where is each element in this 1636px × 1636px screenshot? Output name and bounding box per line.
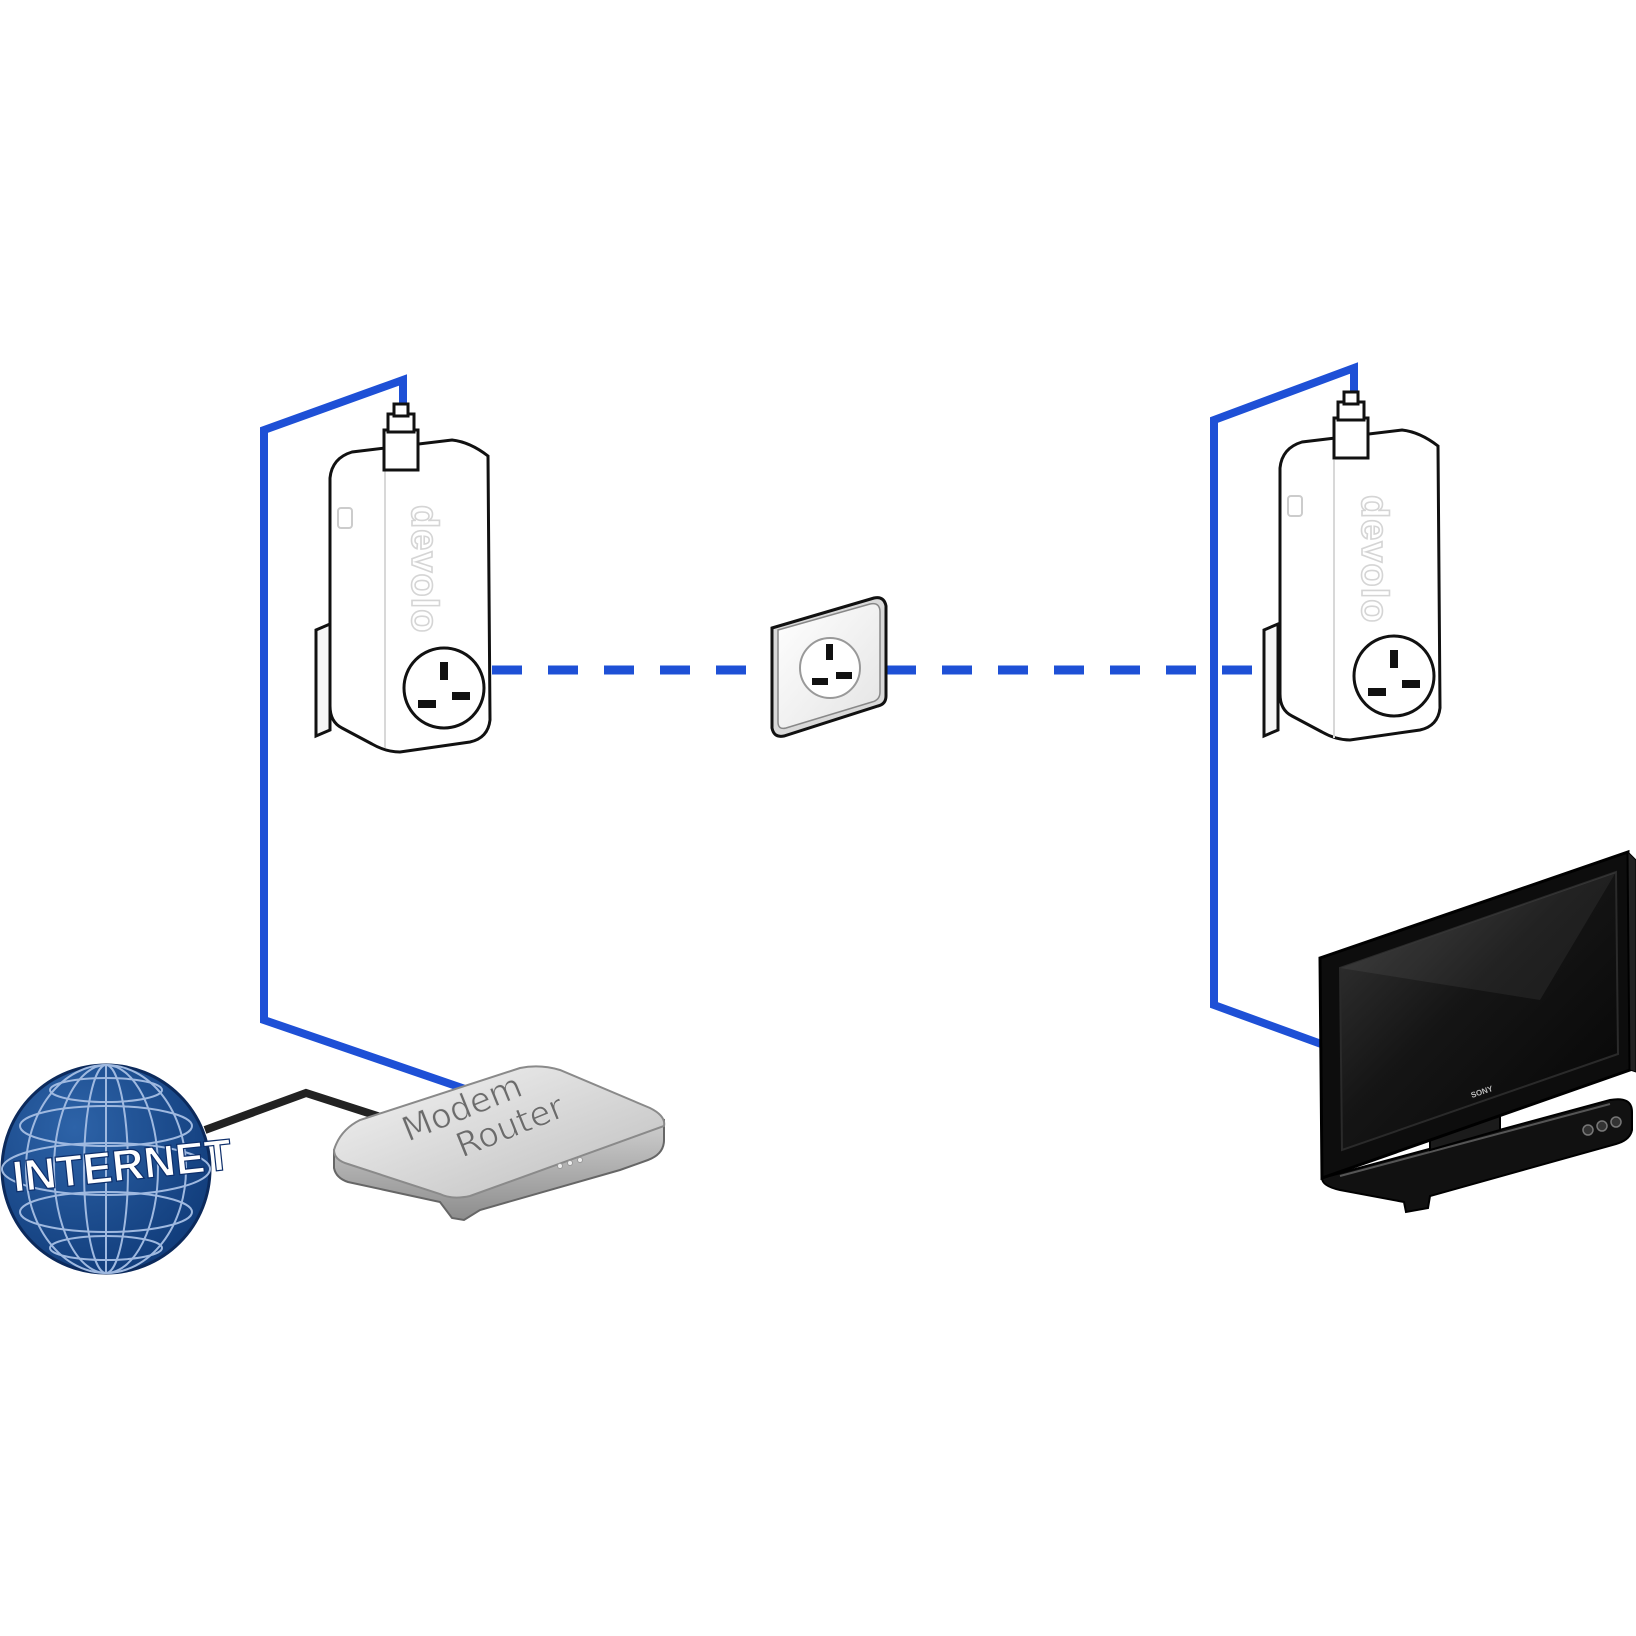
- cables: [203, 362, 1358, 1134]
- router-icon: Modem Router: [332, 1065, 666, 1222]
- tv-stand: [1320, 1098, 1633, 1214]
- television-icon: SONY: [1318, 849, 1636, 1214]
- right-ethernet-cable: [1210, 362, 1358, 1049]
- right-adapter-brand: devolo: [1353, 495, 1395, 623]
- left-adapter-socket-icon: [402, 646, 486, 730]
- right-adapter-wall-plate: [1262, 621, 1280, 739]
- left-adapter-led: [337, 507, 353, 529]
- left-adapter-brand: devolo: [403, 505, 445, 633]
- router-top: [332, 1065, 666, 1199]
- left-adapter-wall-plate: [314, 621, 332, 739]
- left-powerline-adapter: devolo: [314, 402, 492, 754]
- left-adapter-ethernet-plug: [382, 402, 420, 472]
- right-powerline-adapter: devolo: [1262, 390, 1442, 742]
- wall-socket-icon: [770, 596, 888, 738]
- right-adapter-led: [1287, 495, 1303, 517]
- right-adapter-ethernet-plug: [1332, 390, 1370, 460]
- left-ethernet-cable: [260, 374, 470, 1094]
- internet-cable: [203, 1088, 392, 1134]
- globe-icon: INTERNET: [0, 1063, 235, 1275]
- right-adapter-socket-icon: [1352, 634, 1436, 718]
- tv-screen: [1338, 870, 1620, 1152]
